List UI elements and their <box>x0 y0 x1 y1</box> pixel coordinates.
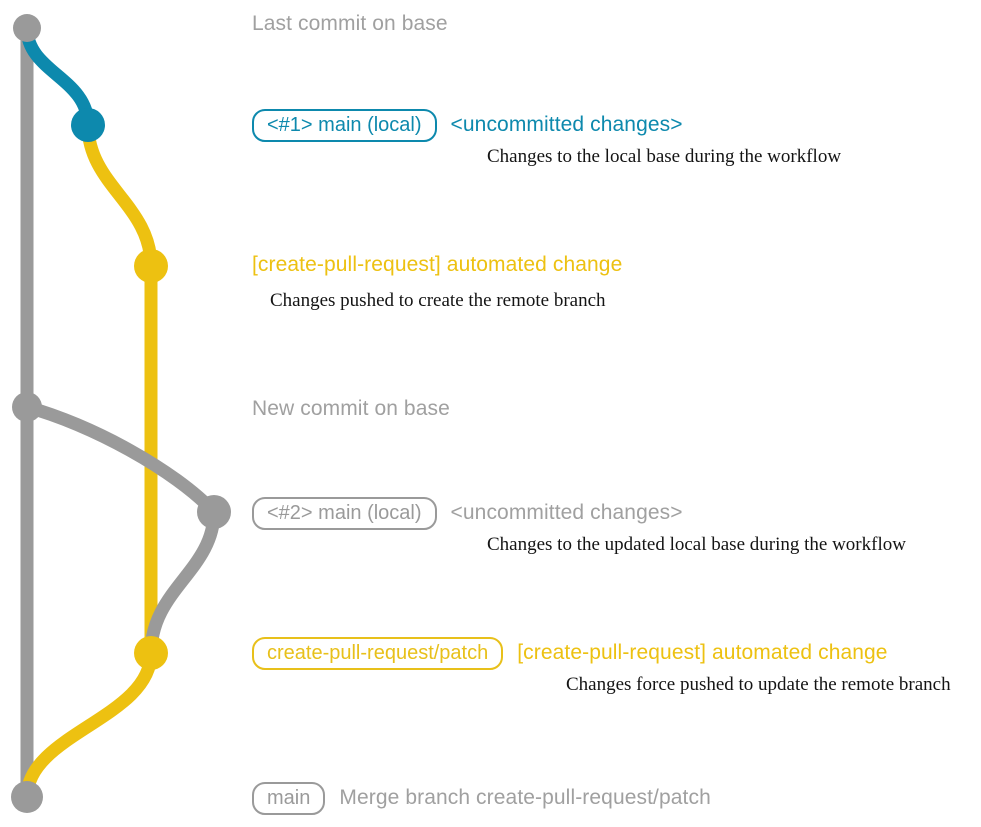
branch-badge-wrap: <#2> main (local) <box>252 497 437 530</box>
commit-node-base-new[interactable] <box>12 392 42 422</box>
commit-node-patch-1[interactable] <box>134 249 168 283</box>
entry-commit-1-patch: [create-pull-request] automated change <box>252 253 622 277</box>
commit-description-4: Changes force pushed to update the remot… <box>566 674 951 695</box>
edge-patch-2-to-merge <box>20 646 158 804</box>
entry-new-commit-on-base: New commit on base <box>252 397 450 421</box>
entry-commit-2-patch: create-pull-request/patch [create-pull-r… <box>252 637 888 670</box>
commit-description-1: Changes to the local base during the wor… <box>487 146 842 167</box>
edge-local-2-to-patch-2 <box>144 505 221 660</box>
commit-description-3: Changes to the updated local base during… <box>487 534 906 555</box>
commit-subject: [create-pull-request] automated change <box>252 253 623 276</box>
commit-node-base-merge[interactable] <box>11 781 43 813</box>
commit-node-local-2[interactable] <box>197 495 231 529</box>
branch-badge-wrap: main <box>252 782 326 815</box>
commit-subject: [create-pull-request] automated change <box>517 641 888 664</box>
branch-badge-wrap: <#1> main (local) <box>252 109 437 142</box>
commit-subject: <uncommitted changes> <box>450 501 683 524</box>
branch-badge-main[interactable]: main <box>252 782 326 815</box>
entry-last-commit-on-base: Last commit on base <box>252 12 448 36</box>
edge-base-to-local-1 <box>20 21 95 132</box>
commit-description-2: Changes pushed to create the remote bran… <box>270 290 606 311</box>
branch-badge-main-local-1[interactable]: <#1> main (local) <box>252 109 437 142</box>
branch-badge-main-local-2[interactable]: <#2> main (local) <box>252 497 437 530</box>
commit-subject: <uncommitted changes> <box>450 113 683 136</box>
entry-commit-1-local: <#1> main (local) <uncommitted changes> <box>252 109 683 142</box>
commit-graph <box>11 14 231 813</box>
branch-badge-create-pull-request-patch[interactable]: create-pull-request/patch <box>252 637 504 670</box>
entry-commit-2-local: <#2> main (local) <uncommitted changes> <box>252 497 683 530</box>
branch-badge-wrap: create-pull-request/patch <box>252 637 504 670</box>
commit-caption: Last commit on base <box>252 12 448 35</box>
edge-local-1-to-patch-1 <box>81 118 158 273</box>
commit-node-base-last[interactable] <box>13 14 41 42</box>
edge-base-new-to-local-2 <box>20 400 221 519</box>
commit-subject: Merge branch create-pull-request/patch <box>339 786 711 809</box>
commit-caption: New commit on base <box>252 397 450 420</box>
entry-commit-merge: main Merge branch create-pull-request/pa… <box>252 782 711 815</box>
commit-node-local-1[interactable] <box>71 108 105 142</box>
commit-node-patch-2[interactable] <box>134 636 168 670</box>
